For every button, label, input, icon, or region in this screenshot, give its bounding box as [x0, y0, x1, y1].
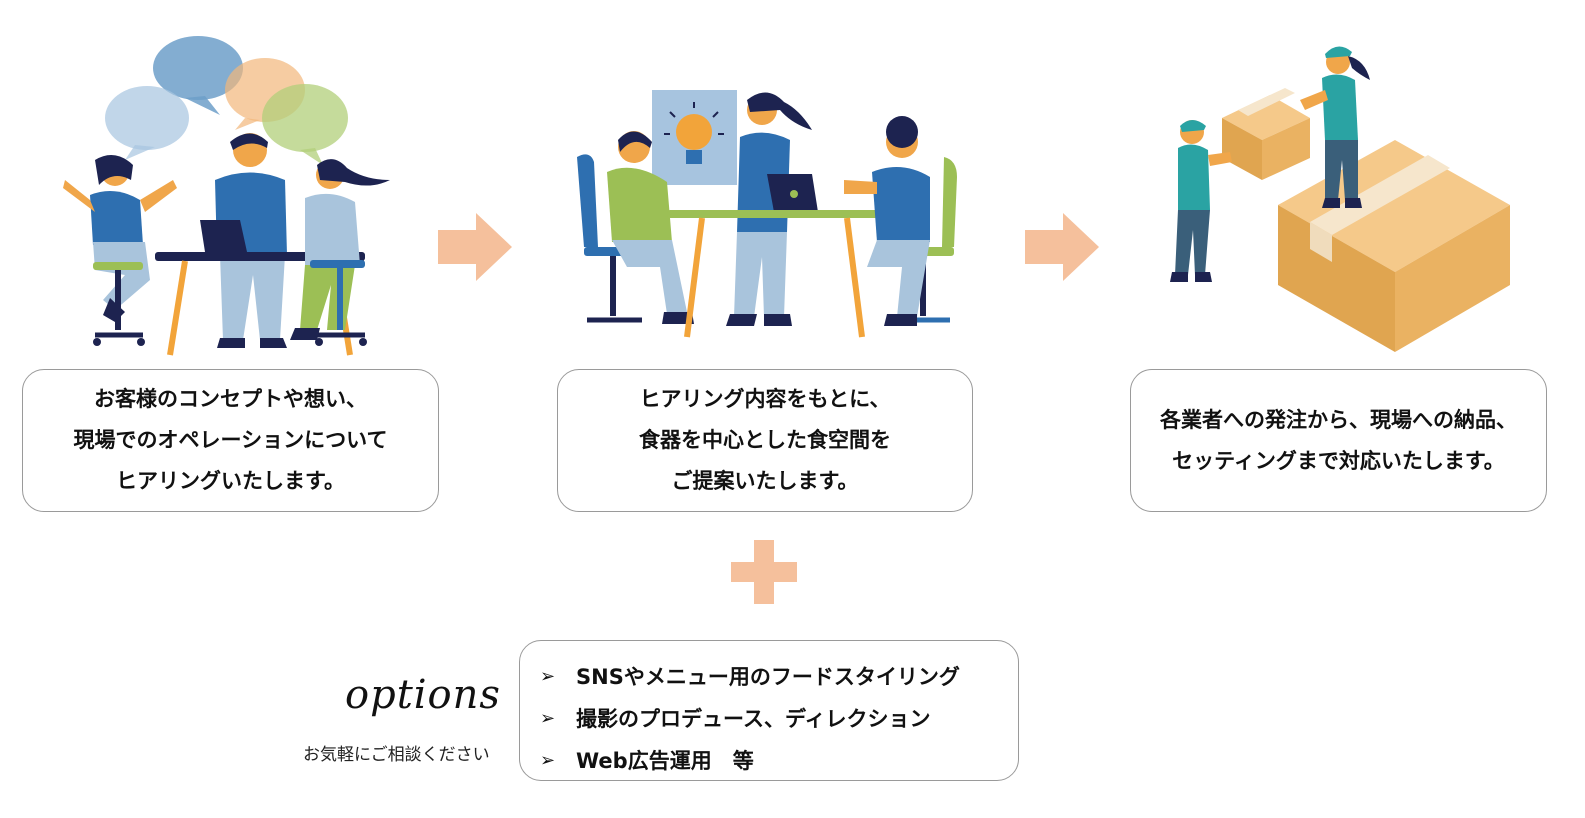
- step-2-line-3: ご提案いたします。: [671, 469, 859, 493]
- idea-presentation-illustration: [577, 90, 957, 338]
- option-item-label: 撮影のプロデュース、ディレクション: [576, 707, 931, 731]
- right-arrow-icon: [438, 213, 512, 281]
- right-arrow-icon: [1025, 213, 1099, 281]
- step-2-line-1: ヒアリング内容をもとに、: [639, 387, 891, 411]
- team-meeting-illustration: [63, 36, 390, 356]
- option-item: ➢ SNSやメニュー用のフードスタイリング: [540, 655, 1018, 697]
- step-2-description-box: ヒアリング内容をもとに、 食器を中心とした食空間を ご提案いたします。: [557, 369, 973, 512]
- options-list-box: ➢ SNSやメニュー用のフードスタイリング ➢ 撮影のプロデュース、ディレクショ…: [519, 640, 1019, 781]
- option-item: ➢ 撮影のプロデュース、ディレクション: [540, 697, 1018, 739]
- options-subtitle: お気軽にご相談ください: [303, 745, 490, 765]
- step-2-line-2: 食器を中心とした食空間を: [639, 428, 891, 452]
- step-3-description-box: 各業者への発注から、現場への納品、 セッティングまで対応いたします。: [1130, 369, 1547, 512]
- step-1-line-3: ヒアリングいたします。: [116, 469, 345, 493]
- arrow-bullet-icon: ➢: [540, 707, 556, 729]
- step-3-line-2: セッティングまで対応いたします。: [1172, 448, 1505, 473]
- step-3-line-1: 各業者への発注から、現場への納品、: [1160, 407, 1517, 432]
- option-item-label: Web広告運用 等: [576, 749, 754, 773]
- step-1-line-1: お客様のコンセプトや想い、: [94, 387, 367, 411]
- arrow-bullet-icon: ➢: [540, 665, 556, 687]
- step-1-description-box: お客様のコンセプトや想い、 現場でのオペレーションについて ヒアリングいたします…: [22, 369, 439, 512]
- option-item: ➢ Web広告運用 等: [540, 739, 1018, 781]
- arrow-bullet-icon: ➢: [540, 749, 556, 771]
- step-1-line-2: 現場でのオペレーションについて: [73, 428, 388, 452]
- options-title: options: [345, 672, 501, 718]
- delivery-illustration: [1170, 46, 1510, 352]
- plus-icon: [731, 540, 797, 604]
- option-item-label: SNSやメニュー用のフードスタイリング: [576, 665, 960, 689]
